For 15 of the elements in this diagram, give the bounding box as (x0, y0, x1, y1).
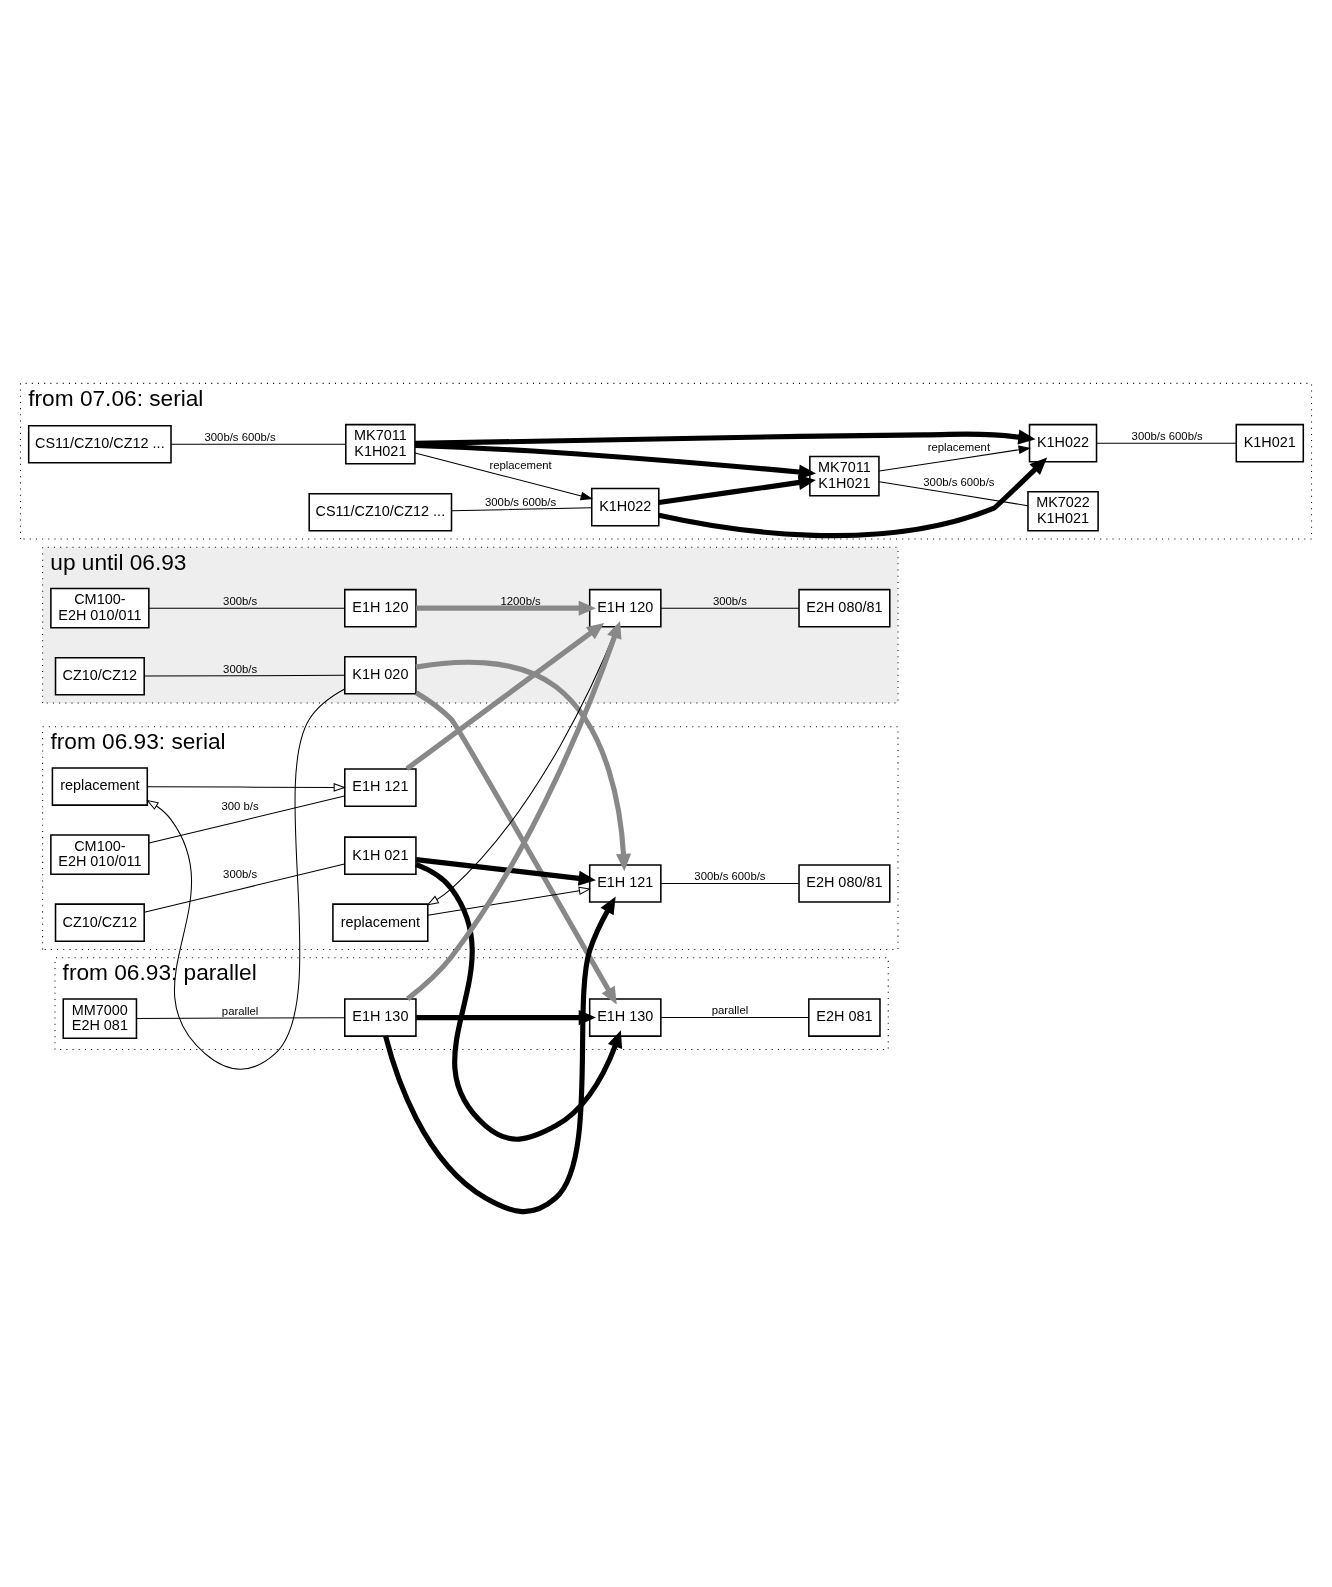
edge-label: replacement (489, 458, 552, 471)
edge-label: 300b/s (223, 868, 258, 881)
edge-label: 1200b/s (500, 594, 541, 607)
edge-label: 300b/s (223, 662, 258, 675)
edge-label: 300b/s 600b/s (923, 476, 995, 489)
edge-label: replacement (927, 441, 991, 454)
edge-label: 300b/s 600b/s (485, 495, 557, 508)
edge-label: 300b/s (223, 594, 258, 607)
edge-label: parallel (711, 1004, 749, 1017)
edge-label: 300b/s 600b/s (694, 870, 766, 883)
edge-label: 300b/s (712, 594, 747, 607)
edge-label: 300b/s 600b/s (1131, 429, 1203, 442)
edge-label: parallel (221, 1005, 259, 1018)
edge-label: 300b/s 600b/s (204, 430, 276, 443)
edge-label: 300 b/s (221, 800, 259, 813)
